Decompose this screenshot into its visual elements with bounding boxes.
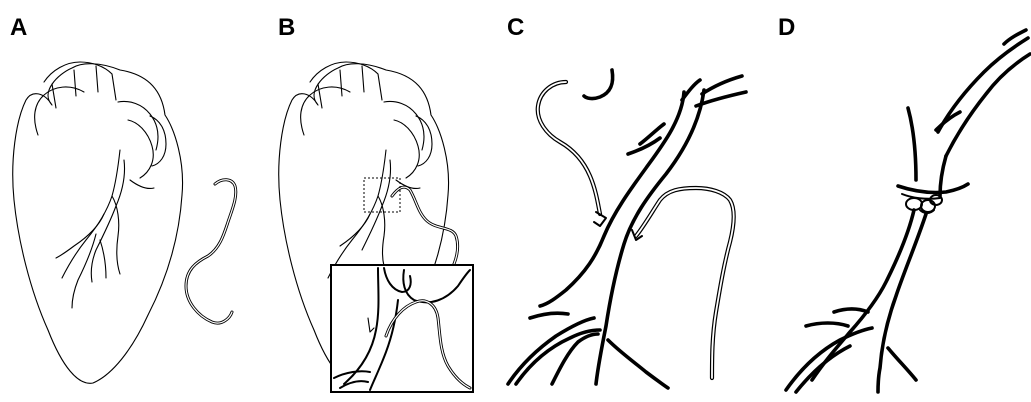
panel-b-heart-drawing — [279, 62, 473, 392]
panel-d-vessel-detail — [786, 30, 1030, 392]
inset-magnified-view — [331, 265, 473, 392]
guidewire-a — [186, 180, 236, 323]
guidewire-c-right — [636, 188, 734, 378]
panel-a-heart-drawing — [13, 62, 236, 383]
coronary-artery — [62, 150, 120, 278]
panel-c-vessel-detail — [508, 70, 746, 388]
suture-ligature-knot — [898, 184, 968, 213]
